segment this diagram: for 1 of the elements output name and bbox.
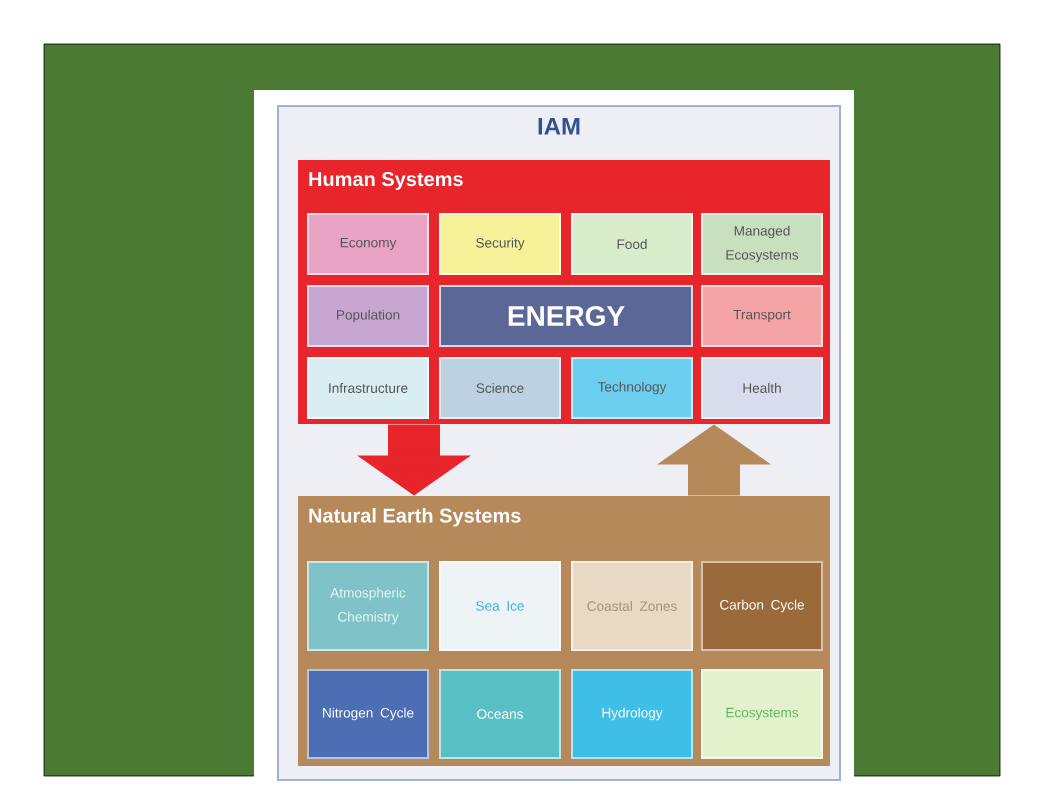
energy-box: ENERGY — [439, 285, 693, 347]
